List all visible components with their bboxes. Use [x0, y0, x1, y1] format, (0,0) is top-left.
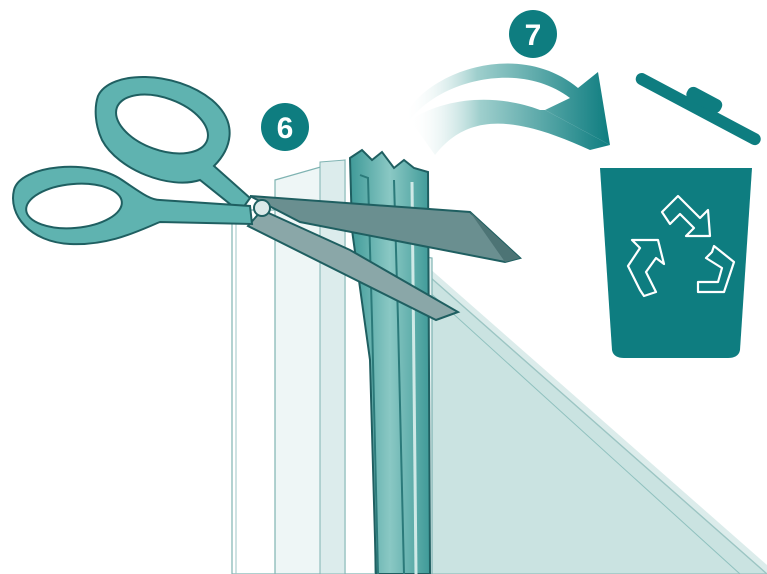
recycle-bin-icon	[600, 60, 767, 358]
step-6-number: 6	[277, 112, 294, 145]
step-6-badge: 6	[261, 103, 309, 151]
step-7-badge: 7	[509, 10, 557, 58]
curved-arrow-icon	[405, 64, 610, 155]
step-7-number: 7	[525, 19, 542, 52]
